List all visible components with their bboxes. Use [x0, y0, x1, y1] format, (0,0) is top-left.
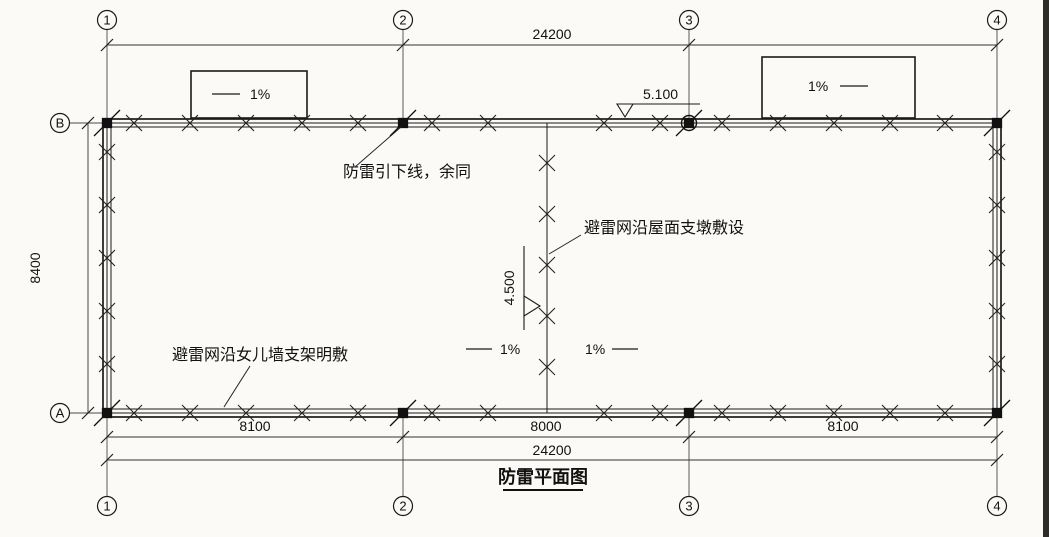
- plan-title: 防雷平面图: [498, 466, 588, 487]
- note-parapet-net: 避雷网沿女儿墙支架明敷: [172, 345, 348, 364]
- axis-label-4-bottom: 4: [993, 499, 1000, 514]
- scan-edge-artifact: [1043, 0, 1049, 537]
- leader-lines: [223, 126, 582, 408]
- axis-label-1-top: 1: [103, 13, 110, 28]
- elevation-mid-value: 4.500: [501, 270, 517, 305]
- elevation-mid-symbol: [523, 246, 542, 330]
- roof-protrusion-right: [761, 56, 916, 119]
- axis-label-A: A: [56, 406, 65, 421]
- lightning-belt-support-marks: [98, 114, 1006, 422]
- dim-seg-mid: 8000: [530, 418, 561, 434]
- dim-seg-left: 8100: [239, 418, 270, 434]
- axis-label-1-bottom: 1: [103, 499, 110, 514]
- roof-protrusions: [190, 56, 916, 119]
- dimension-ticks: [81, 38, 1004, 467]
- axis-label-B: B: [56, 116, 65, 131]
- dimension-lines: [87, 44, 997, 461]
- roof-protrusion-left: [190, 70, 308, 119]
- slope-roof-left-label: 1%: [250, 86, 270, 102]
- dim-bottom-total: 24200: [533, 442, 572, 458]
- slope-roof-right-label: 1%: [808, 78, 828, 94]
- axis-label-3-top: 3: [685, 13, 692, 28]
- axis-bubbles: [49, 9, 1008, 517]
- down-conductor-ring-axis3-top: [680, 114, 698, 132]
- elevation-ridge-symbol: [616, 103, 700, 119]
- dim-seg-right: 8100: [827, 418, 858, 434]
- building-parapet-walls: [102, 118, 1002, 418]
- axis-label-2-top: 2: [399, 13, 406, 28]
- dim-top-total: 24200: [533, 26, 572, 42]
- axis-label-4-top: 4: [993, 13, 1000, 28]
- elevation-ridge-value: 5.100: [643, 86, 678, 102]
- note-roof-net: 避雷网沿屋面支墩敷设: [584, 218, 744, 237]
- slope-markers: [212, 85, 868, 350]
- axis-label-2-bottom: 2: [399, 499, 406, 514]
- dim-height: 8400: [27, 252, 43, 283]
- slope-mid-right-label: 1%: [585, 341, 605, 357]
- slope-mid-left-label: 1%: [500, 341, 520, 357]
- note-down-conductor: 防雷引下线，余同: [343, 162, 471, 181]
- axis-label-3-bottom: 3: [685, 499, 692, 514]
- axis-bubble-labels: 1 2 3 4 1 2 3 4 B A: [56, 13, 1001, 514]
